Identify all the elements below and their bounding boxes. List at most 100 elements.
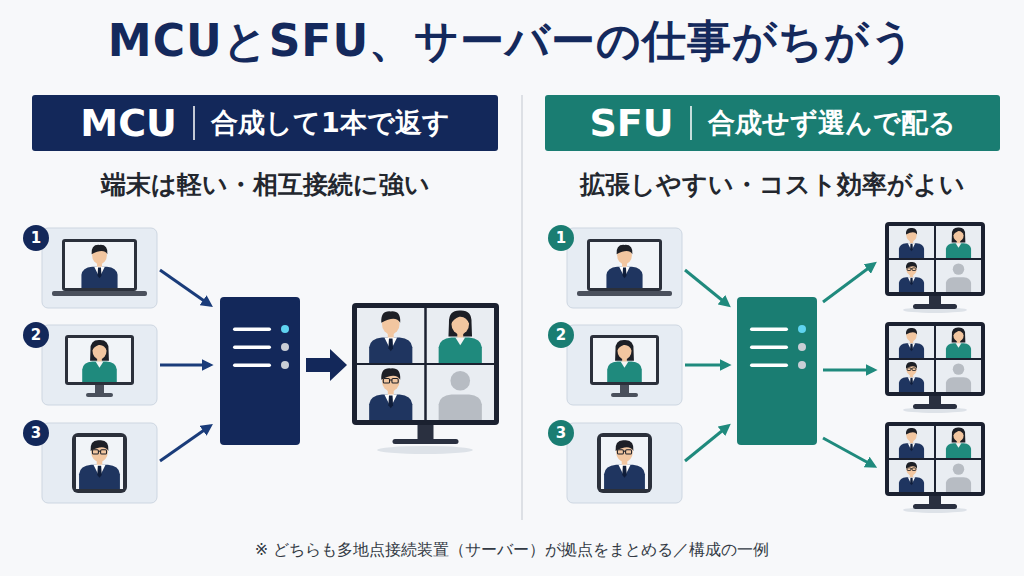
screen-background <box>68 338 131 382</box>
screen-content <box>936 426 981 458</box>
band-heading: MCU <box>80 101 193 145</box>
person-head <box>906 429 916 442</box>
flow-arrow <box>160 270 210 305</box>
video-monitor-frame <box>352 303 499 425</box>
monitor-stand <box>620 385 629 393</box>
screen-content <box>936 226 981 258</box>
person-figure <box>946 463 971 492</box>
screen-content <box>601 437 648 489</box>
server-light <box>281 325 289 333</box>
video-monitor-base <box>913 504 957 509</box>
person-figure <box>899 362 924 392</box>
panel-separator <box>521 95 523 520</box>
person-head <box>953 363 964 374</box>
person-head <box>953 229 963 242</box>
person-glasses <box>626 450 632 454</box>
person-head <box>906 229 916 242</box>
person-glasses <box>98 451 100 452</box>
person-body <box>899 477 924 492</box>
person-tie <box>622 466 626 478</box>
person-shirt <box>96 362 104 368</box>
video-monitor-frame <box>885 222 985 296</box>
flow-arrow <box>685 364 728 367</box>
person-glasses <box>912 468 916 471</box>
person-head <box>906 463 916 476</box>
server-body <box>737 297 817 445</box>
person-hair <box>906 328 917 335</box>
laptop-base <box>577 291 672 296</box>
person-shirt <box>956 343 962 348</box>
person-figure <box>369 311 412 363</box>
flow-arrow <box>160 364 210 367</box>
person-shirt <box>908 343 915 350</box>
screen-content <box>889 460 934 492</box>
callout-number: 1 <box>23 225 49 251</box>
server-body <box>220 297 300 445</box>
person-head <box>906 329 916 342</box>
callout-number: 3 <box>548 420 574 446</box>
person-body <box>369 394 412 420</box>
callout-number: 2 <box>548 322 574 348</box>
screen-content <box>76 437 123 489</box>
person-body <box>899 377 924 392</box>
person-hair <box>617 245 633 255</box>
person-body <box>607 362 642 382</box>
person-figure <box>946 363 971 392</box>
person-bangs <box>92 341 107 351</box>
screen-background <box>936 426 981 458</box>
person-glasses <box>383 379 389 384</box>
server-light <box>798 343 806 351</box>
person-figure <box>899 228 924 258</box>
person-tie <box>910 444 913 451</box>
screen-content <box>357 308 425 363</box>
person-hair <box>381 368 400 379</box>
person-head <box>906 363 916 376</box>
diagram-title: MCUとSFU、サーバーの仕事がちがう <box>0 12 1024 71</box>
screen-content <box>889 426 934 458</box>
person-glasses <box>617 450 623 454</box>
video-monitor-base <box>393 439 459 444</box>
screen-content <box>590 242 659 288</box>
server-slot <box>750 328 788 332</box>
flow-arrow <box>685 270 728 305</box>
screen-background <box>889 360 934 392</box>
person-head <box>953 463 964 474</box>
screen-background <box>936 326 981 358</box>
server-slot <box>233 328 271 332</box>
person-hair <box>906 228 917 235</box>
screen-background <box>889 226 934 258</box>
video-monitor-stand <box>929 296 941 304</box>
person-figure <box>946 327 971 358</box>
person-tie <box>910 278 913 285</box>
person-hair <box>952 227 966 242</box>
server-slot <box>233 364 271 368</box>
person-bangs <box>953 228 964 235</box>
person-tie <box>388 338 393 351</box>
panel-subtitle: 拡張しやすい・コスト効率がよい <box>545 168 1000 204</box>
person-body <box>439 394 482 420</box>
person-body <box>899 343 924 358</box>
header-band: SFU合成せず選んで配る <box>545 95 1000 151</box>
person-hair <box>952 327 966 342</box>
device-panel <box>567 325 682 405</box>
person-glasses <box>911 268 912 269</box>
person-tie <box>98 267 102 278</box>
flow-arrow <box>685 426 728 461</box>
screen-background <box>357 365 425 420</box>
device-panel <box>42 325 157 405</box>
person-shirt <box>908 443 915 450</box>
video-monitor-frame <box>885 322 985 396</box>
screen-background <box>601 437 648 489</box>
person-shirt <box>908 277 915 284</box>
person-figure <box>604 440 645 489</box>
person-shirt <box>619 267 630 278</box>
header-band: MCU合成して1本で返す <box>32 95 498 151</box>
screen-background <box>889 260 934 292</box>
person-body <box>439 337 482 363</box>
person-tie <box>910 378 913 385</box>
person-head <box>953 263 964 274</box>
screen-content <box>593 338 656 382</box>
callout-number: 3 <box>23 420 49 446</box>
person-body <box>899 243 924 258</box>
